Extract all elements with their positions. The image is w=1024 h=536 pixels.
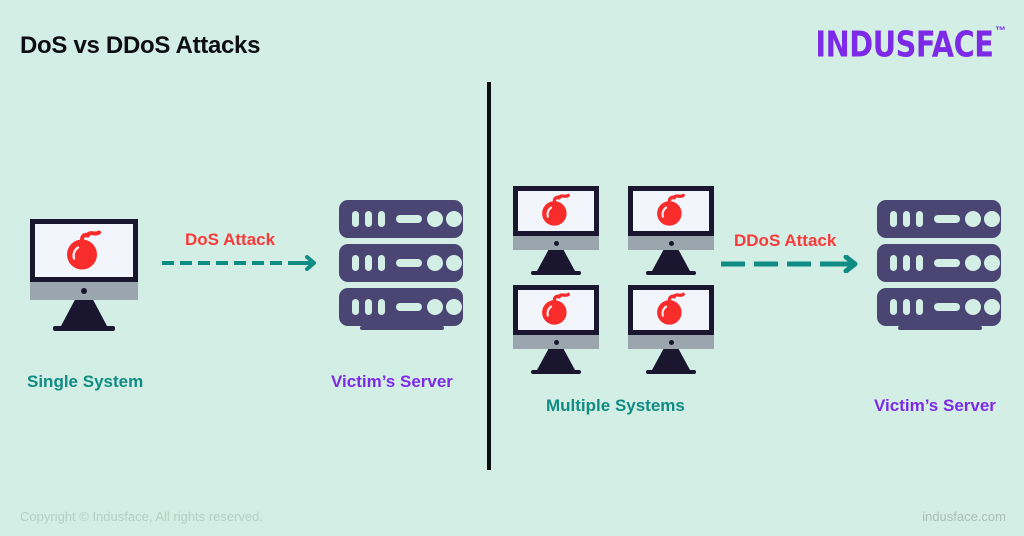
ddos-attacker-monitor-3 xyxy=(513,285,599,374)
monitor-stand-neck xyxy=(537,349,575,370)
brand-wordmark: INDUSFACE xyxy=(814,24,993,66)
monitor-stand-base xyxy=(646,370,696,374)
trademark-icon: ™ xyxy=(995,25,1006,37)
monitor-screen-frame xyxy=(628,186,714,236)
ddos-attacker-monitor-2 xyxy=(628,186,714,275)
ddos-target-caption: Victim’s Server xyxy=(874,396,996,415)
ddos-attack-label: DDoS Attack xyxy=(734,231,837,250)
bomb-icon xyxy=(653,190,689,233)
monitor-stand-base xyxy=(53,326,115,331)
monitor-screen-frame xyxy=(513,186,599,236)
monitor-bezel xyxy=(628,335,714,349)
copyright-text: Copyright © Indusface, All rights reserv… xyxy=(20,509,263,524)
bomb-icon xyxy=(653,289,689,332)
bomb-icon xyxy=(538,190,574,233)
monitor-bezel xyxy=(30,282,138,300)
bomb-icon xyxy=(538,289,574,332)
monitor-screen-frame xyxy=(30,219,138,282)
monitor-stand-neck xyxy=(652,250,690,271)
monitor-bezel xyxy=(628,236,714,250)
monitor-power-dot xyxy=(81,288,87,294)
website-text: indusface.com xyxy=(922,509,1006,524)
monitor-screen-frame xyxy=(513,285,599,335)
monitor-screen-frame xyxy=(628,285,714,335)
ddos-attacker-monitor-4 xyxy=(628,285,714,374)
monitor-stand-neck xyxy=(61,300,107,326)
dos-source-caption: Single System xyxy=(27,372,144,391)
ddos-source-caption: Multiple Systems xyxy=(546,396,685,415)
monitor-bezel xyxy=(513,335,599,349)
ddos-attacker-monitor-1 xyxy=(513,186,599,275)
indusface-logo: INDUSFACE ™ xyxy=(808,25,1006,63)
monitor-stand-neck xyxy=(652,349,690,370)
monitor-power-dot xyxy=(668,240,674,246)
ddos-victim-server-icon xyxy=(874,198,1004,335)
monitor-power-dot xyxy=(668,339,674,345)
monitor-power-dot xyxy=(553,240,559,246)
monitor-stand-base xyxy=(531,370,581,374)
monitor-stand-base xyxy=(531,271,581,275)
dos-target-caption: Victim’s Server xyxy=(331,372,453,391)
panel-divider xyxy=(487,82,491,470)
dos-attacker-monitor xyxy=(30,219,138,331)
monitor-bezel xyxy=(513,236,599,250)
monitor-stand-base xyxy=(646,271,696,275)
monitor-stand-neck xyxy=(537,250,575,271)
dos-victim-server-icon xyxy=(336,198,466,335)
monitor-power-dot xyxy=(553,339,559,345)
bomb-icon xyxy=(62,225,106,276)
dos-attack-arrow-icon xyxy=(160,255,322,276)
dos-attack-label: DoS Attack xyxy=(185,230,276,249)
ddos-attack-arrow-icon xyxy=(718,254,864,278)
page-title: DoS vs DDoS Attacks xyxy=(20,32,261,59)
